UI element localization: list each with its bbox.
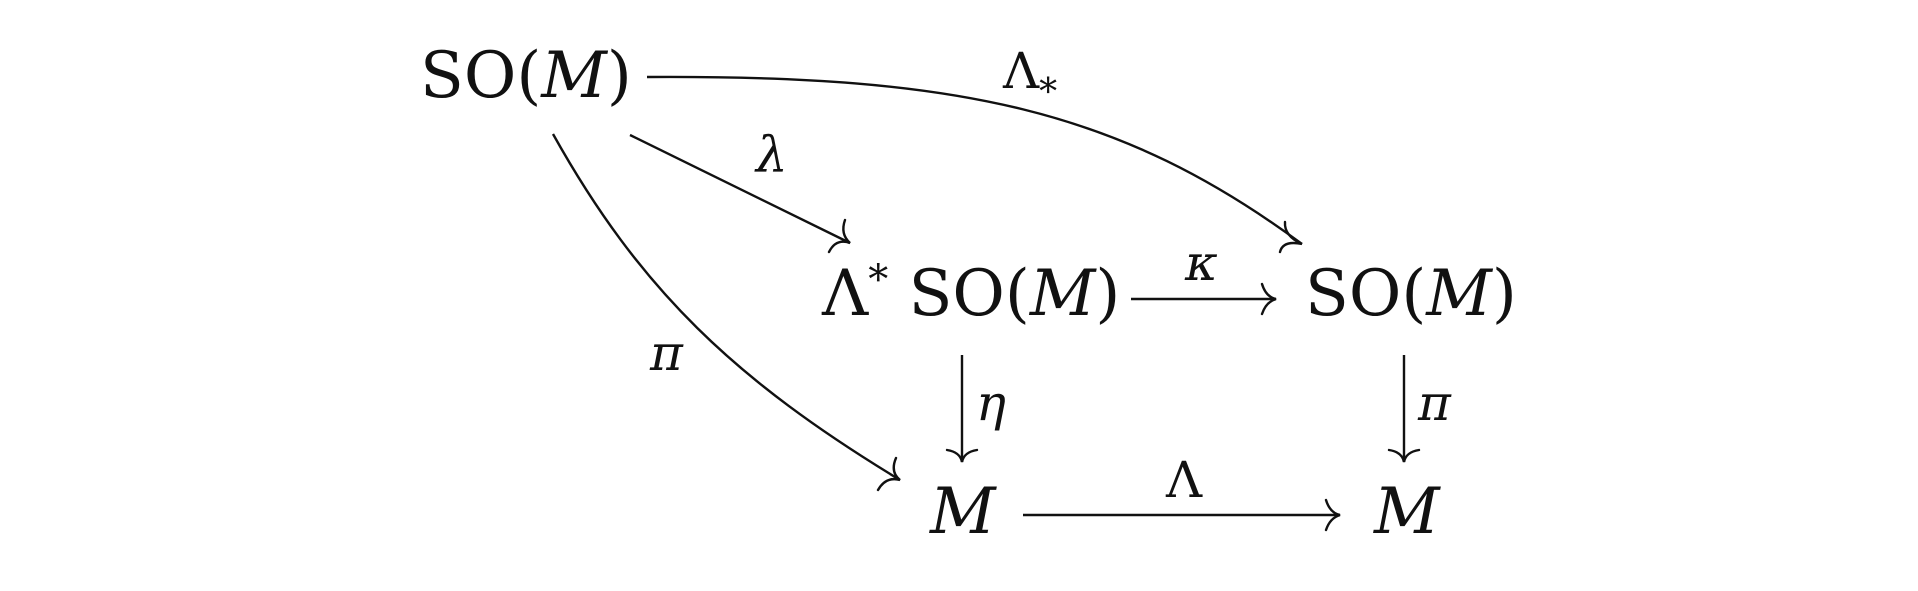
arrow-lambda-bottom (1023, 498, 1341, 532)
label-lambda-diag: λ (754, 126, 788, 184)
arrow-lambda-diag (629, 133, 851, 254)
arrow-pi-curve (551, 133, 901, 492)
node-m-left-var: M (929, 475, 997, 549)
node-so-m-top: SO(M) (420, 39, 632, 113)
label-eta: η (976, 374, 1006, 432)
label-pi-curve: π (649, 324, 684, 382)
label-lambda-star-symbol: Λ (1002, 42, 1040, 100)
node-lambda-star-symbol: Λ (821, 257, 869, 331)
node-so-m-top-suffix: ) (607, 39, 632, 113)
node-so-m-right-suffix: ) (1492, 257, 1517, 331)
node-so-m-right-var: M (1425, 257, 1493, 331)
node-m-left: M (929, 475, 997, 549)
label-lambda-star-subscript: * (1039, 72, 1057, 113)
node-lambda-star-var: M (1029, 257, 1097, 331)
arrow-eta (945, 355, 979, 463)
node-lambda-star-prefix: SO( (888, 257, 1030, 331)
arrow-lambda-star-arc (646, 75, 1303, 254)
arrow-pi-right (1387, 355, 1421, 463)
node-lambda-star-so-m: Λ* SO(M) (821, 257, 1120, 331)
node-so-m-right-prefix: SO( (1305, 257, 1426, 331)
label-pi-right: π (1417, 374, 1452, 432)
node-so-m-top-var: M (540, 39, 608, 113)
label-lambda-bottom: Λ (1165, 451, 1203, 509)
arrow-kappa (1131, 282, 1277, 316)
node-m-right: M (1373, 475, 1441, 549)
label-lambda-star: Λ* (1002, 42, 1057, 113)
node-m-right-var: M (1373, 475, 1441, 549)
node-lambda-star-suffix: ) (1095, 257, 1120, 331)
node-so-m-right: SO(M) (1305, 257, 1517, 331)
node-so-m-top-prefix: SO( (420, 39, 541, 113)
node-lambda-star-superscript: * (868, 257, 888, 303)
label-kappa: κ (1184, 234, 1218, 292)
